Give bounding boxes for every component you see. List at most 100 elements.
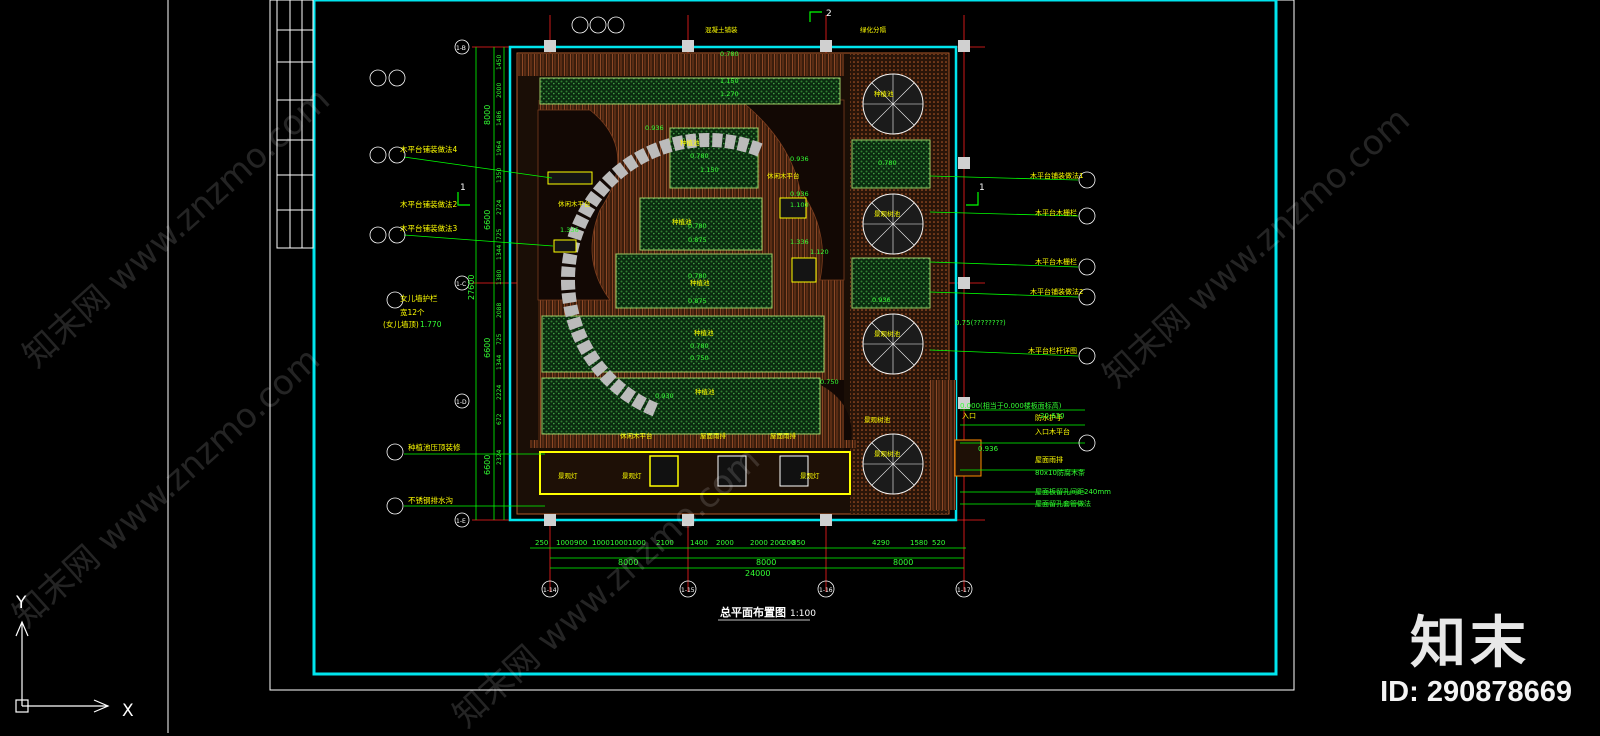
fixtures [547, 171, 817, 283]
plan-label: 屋面雨排 [700, 431, 727, 440]
annotation-value: 20.630 [1040, 412, 1065, 420]
plan-label: 种植池 [672, 217, 692, 226]
annotation-label: 宽12个 [400, 307, 425, 317]
dimension-value: 2000 [716, 539, 734, 547]
annotation-label: 种植池压顶装修 [408, 442, 461, 452]
annotation-value: 屋面板留孔间距240mm [1035, 487, 1111, 496]
elevation-value: 1.336 [560, 226, 579, 234]
ucs-y-label: Y [15, 593, 27, 613]
plan-label: 种植池 [874, 89, 894, 98]
dim-bottom-sub-2: 8000 [756, 558, 776, 567]
dim-bottom-total: 24000 [745, 569, 770, 578]
annotation-label: 屋面雨排 [1035, 455, 1063, 464]
dimension-value: 1350 [496, 168, 503, 183]
left-annotations: 木平台铺装做法4木平台铺装做法2木平台铺装做法3女儿墙护栏宽12个(女儿墙顶)种… [383, 144, 461, 505]
grid-axis-label: 1-14 [543, 587, 557, 594]
plan-label: 景观树池 [864, 415, 891, 424]
dimension-value: 250 [535, 539, 548, 547]
section-mark-left: 1 [460, 183, 466, 193]
dim-left-total: 27600 [467, 275, 476, 300]
brand-id: ID: 290878669 [1380, 676, 1572, 708]
elevation-value: 1.270 [720, 90, 739, 98]
dim-bottom-sub-3: 8000 [893, 558, 913, 567]
dimension-value: 725 [496, 228, 503, 240]
drawing-scale: 1:100 [790, 609, 816, 619]
dimension-value: 1450 [496, 55, 503, 70]
dimension-value: 850 [792, 539, 805, 547]
plan-annotations: 混凝土铺装绿化分隔休闲木平台休闲木平台种植池种植池种植池种植池种植池种植池景观树… [558, 25, 901, 480]
elevation-value: 0.750 [820, 378, 839, 386]
dimension-value: 2100 [656, 539, 674, 547]
annotation-value: 0.000(相当于0.000楼板面标高) [960, 401, 1062, 410]
dimension-value: 1000 [628, 539, 646, 547]
plan-label: 景观树池 [874, 209, 901, 218]
elevation-value: 0.780 [688, 272, 707, 280]
elevation-value: 0.780 [720, 50, 739, 58]
dimension-value: 2724 [496, 200, 503, 215]
annotation-label: 木平台铺装做法2 [1030, 287, 1083, 296]
brand-logo: 知末 [1410, 611, 1530, 676]
grid-axis-label: 1-C [456, 281, 466, 288]
tree-pit-spokes [863, 74, 923, 494]
section-markers [457, 11, 979, 206]
dimension-value: 200 [770, 539, 783, 547]
annotation-label: 入口 [962, 412, 976, 420]
dimension-value: 1344 [496, 355, 503, 370]
elevation-value: 1.120 [810, 248, 829, 256]
plan-label: 种植池 [694, 328, 714, 337]
plan-label: 景观灯 [800, 471, 820, 480]
elevation-value: 0.936 [872, 296, 891, 304]
detail-bubbles [369, 16, 1096, 528]
annotation-label: 木平台铺装做法3 [400, 223, 457, 233]
grid-axis-label: 1-B [456, 45, 466, 52]
dimension-value: 1000 [610, 539, 628, 547]
bottom-planter-row [530, 380, 982, 510]
dim-left-sub-3: 6600 [483, 338, 492, 358]
plan-label: 种植池 [690, 278, 710, 287]
dim-left-sub-4: 6600 [483, 455, 492, 475]
elevation-value: 0.875 [688, 236, 707, 244]
plan-label: 种植池 [695, 387, 715, 396]
annotation-label: 木平台木栅栏 [1035, 208, 1077, 217]
annotation-label: 木平台铺装做法1 [1030, 171, 1083, 180]
dimension-value: 4290 [872, 539, 890, 547]
grid-axis-label: 1-17 [957, 587, 971, 594]
ucs-x-label: X [122, 701, 134, 721]
dimension-value: 1344 [496, 245, 503, 260]
dimension-value: 725 [496, 333, 503, 345]
elevation-value: 1.150 [720, 77, 739, 85]
plan-label: 休闲木平台 [620, 431, 653, 440]
dimension-value: 900 [574, 539, 587, 547]
dimension-value: 2324 [496, 450, 503, 465]
dim-left-sub-1: 8000 [483, 105, 492, 125]
dimension-value: 672 [496, 413, 503, 425]
grid-axis-label: 1-D [456, 399, 467, 406]
annotation-label: 木平台栏杆详图 [1028, 346, 1077, 355]
dimension-value: 2000 [496, 83, 503, 98]
annotation-label: 防水护手 [1035, 413, 1063, 422]
annotation-value: 屋面留孔套管做法 [1035, 499, 1091, 508]
elevation-value: 0.936 [645, 124, 664, 132]
elevation-value: 0.780 [690, 152, 709, 160]
annotation-label: 不锈钢排水沟 [408, 495, 453, 505]
elevation-value: 1.100 [790, 201, 809, 209]
elevation-value: 0.750 [690, 354, 709, 362]
elevation-value: 0.780 [878, 159, 897, 167]
grid-axis-left-labels: 1-B 1-C 1-D 1-E [456, 45, 467, 525]
leaders-right [929, 175, 1085, 505]
section-mark-top: 2 [826, 9, 832, 19]
dimension-value: 200 [782, 539, 795, 547]
annotation-value: 1.770 [420, 320, 442, 329]
annotation-label: 木平台木栅栏 [1035, 257, 1077, 266]
grid-axis-label: 1-16 [819, 587, 833, 594]
elevation-value: 0.930 [655, 392, 674, 400]
dim-bottom-sub-1: 8000 [618, 558, 638, 567]
grid-axis-label: 1-E [456, 518, 466, 525]
dimension-value: 1486 [496, 111, 503, 126]
annotation-label: (女儿墙顶) [383, 319, 419, 329]
dimension-value: 520 [932, 539, 945, 547]
